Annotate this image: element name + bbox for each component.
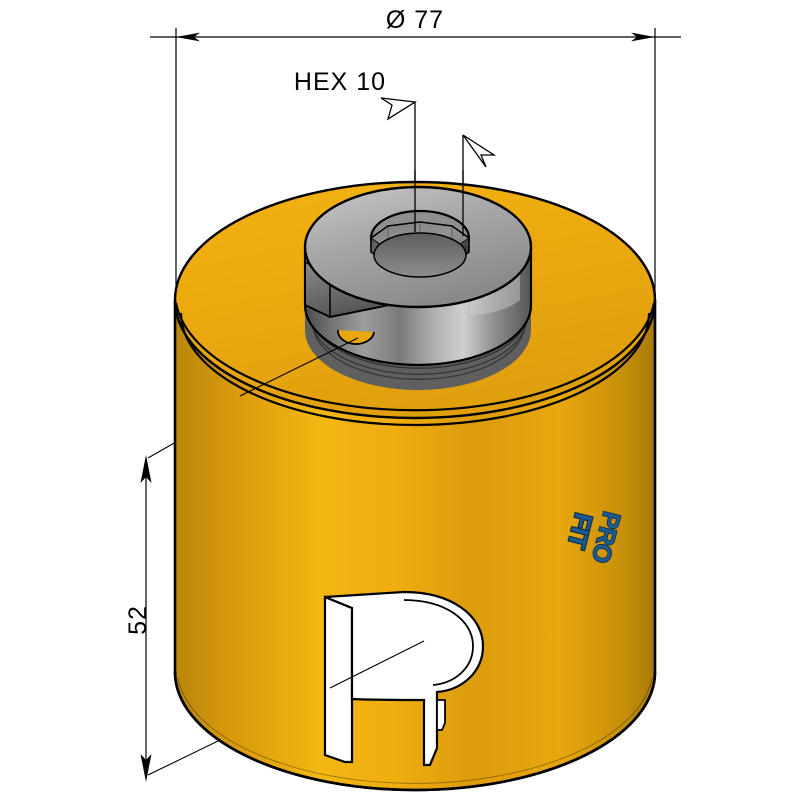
dimension-cutting-depth: 52 [124, 455, 152, 782]
cup-inner-bore-edge [179, 312, 651, 427]
slot-notch [436, 699, 446, 731]
callout-label-hex: HEX 10 [294, 68, 386, 96]
hole-saw-body: PRO FIT [173, 180, 657, 792]
arbor-side-outline [303, 247, 533, 367]
depth-arrow-bottom [140, 754, 152, 782]
cylinder-side-wall [175, 300, 655, 790]
slot-inner-arc [403, 599, 474, 686]
depth-arrow-top [140, 455, 152, 483]
slug-ejection-slot [323, 590, 485, 767]
quick-change-arbor [303, 185, 533, 390]
collar-ridge-2 [311, 324, 527, 375]
dimension-label-depth: 52 [124, 605, 152, 635]
cup-inner-lip [174, 302, 656, 412]
leader-overlay-arbor-pin [239, 337, 359, 397]
cutting-edge-bottom [173, 671, 657, 792]
saw-band-seam [177, 677, 653, 784]
spring-ejector-pin [337, 329, 375, 345]
leader-overlay-slot [329, 640, 425, 689]
dimension-outer-diameter: Ø 77 [150, 6, 681, 300]
hex-leader-arrow-1 [380, 97, 417, 121]
hex-socket [369, 209, 471, 278]
socket-bore-bottom [373, 232, 467, 278]
dimension-arrow-right [631, 32, 655, 42]
dimension-label-diameter: Ø 77 [386, 6, 444, 34]
dimension-arrow-left [176, 32, 200, 42]
slot-opening [324, 590, 485, 767]
hex-leader-arrow-2 [462, 134, 497, 168]
collar-ridge-3 [313, 330, 525, 380]
